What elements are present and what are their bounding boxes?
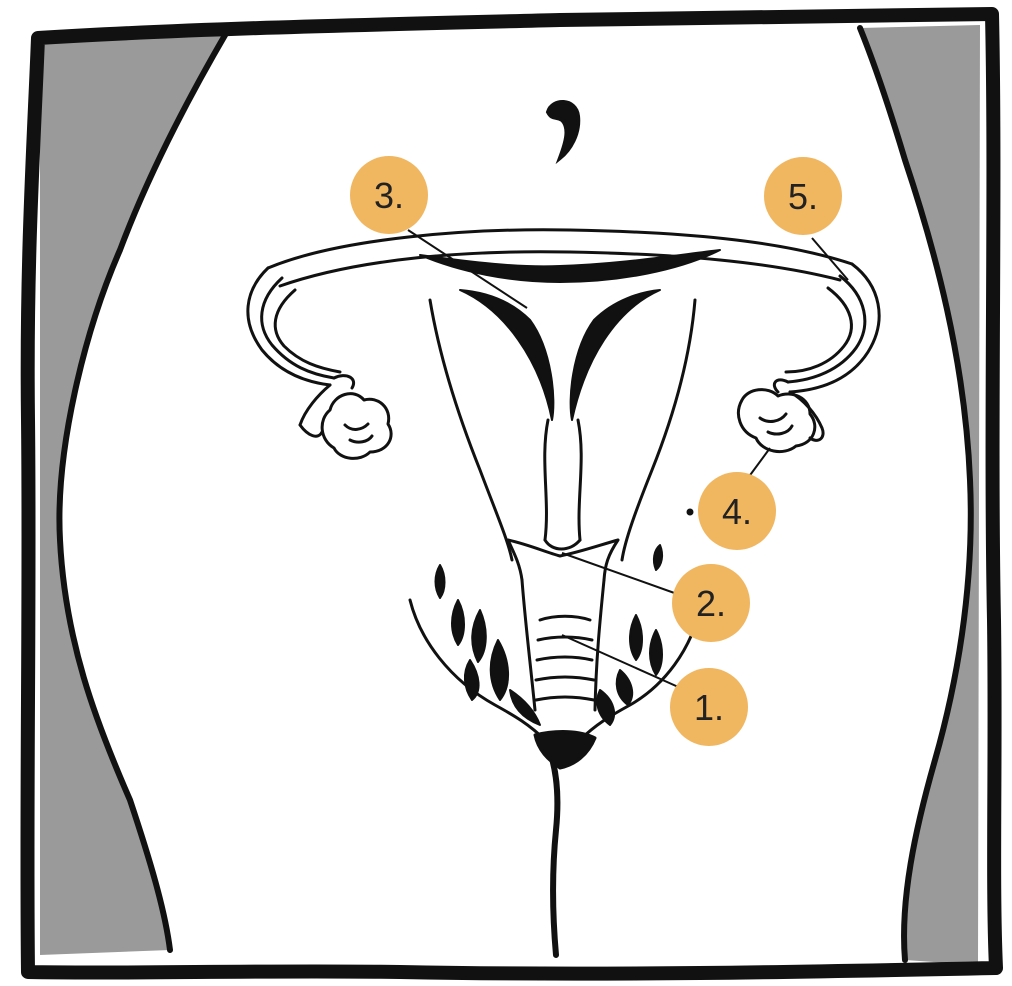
perineum-mass bbox=[535, 732, 595, 768]
callout-3: 3. bbox=[350, 156, 428, 234]
callout-2: 2. bbox=[672, 564, 750, 642]
perineum-line bbox=[545, 740, 557, 955]
callout-label: 3. bbox=[374, 175, 404, 216]
uterine-cavity-left bbox=[460, 290, 553, 420]
left-fallopian-tube-mid bbox=[262, 278, 334, 378]
vaginal-canal-left bbox=[522, 580, 535, 710]
hip-shading bbox=[40, 25, 980, 965]
uterus-left-wall bbox=[430, 300, 512, 560]
callout-label: 2. bbox=[696, 583, 726, 624]
anatomy-drawing bbox=[248, 230, 879, 955]
vaginal-fornix bbox=[508, 540, 618, 580]
cervix bbox=[545, 420, 581, 540]
callout-label: 4. bbox=[722, 491, 752, 532]
vaginal-rugae bbox=[536, 616, 594, 700]
uterus-fundus bbox=[268, 230, 852, 268]
callout-5: 5. bbox=[764, 157, 842, 235]
frame-border bbox=[27, 14, 996, 974]
left-fallopian-tube-inner bbox=[275, 290, 340, 372]
navel bbox=[548, 102, 578, 158]
uterine-cavity-right bbox=[571, 290, 660, 420]
right-fallopian-tube-mid bbox=[788, 276, 865, 382]
right-ovary-detail bbox=[760, 414, 792, 434]
left-ovary bbox=[322, 394, 391, 459]
cervix-os bbox=[545, 540, 580, 549]
uterus-right-wall bbox=[622, 300, 695, 560]
callout-label: 1. bbox=[694, 687, 724, 728]
left-ovary-detail bbox=[345, 424, 372, 442]
ink-dot bbox=[688, 510, 692, 514]
right-fallopian-tube-inner bbox=[786, 288, 851, 372]
callout-label: 5. bbox=[788, 176, 818, 217]
callout-1: 1. bbox=[670, 668, 748, 746]
callout-4: 4. bbox=[698, 472, 776, 550]
